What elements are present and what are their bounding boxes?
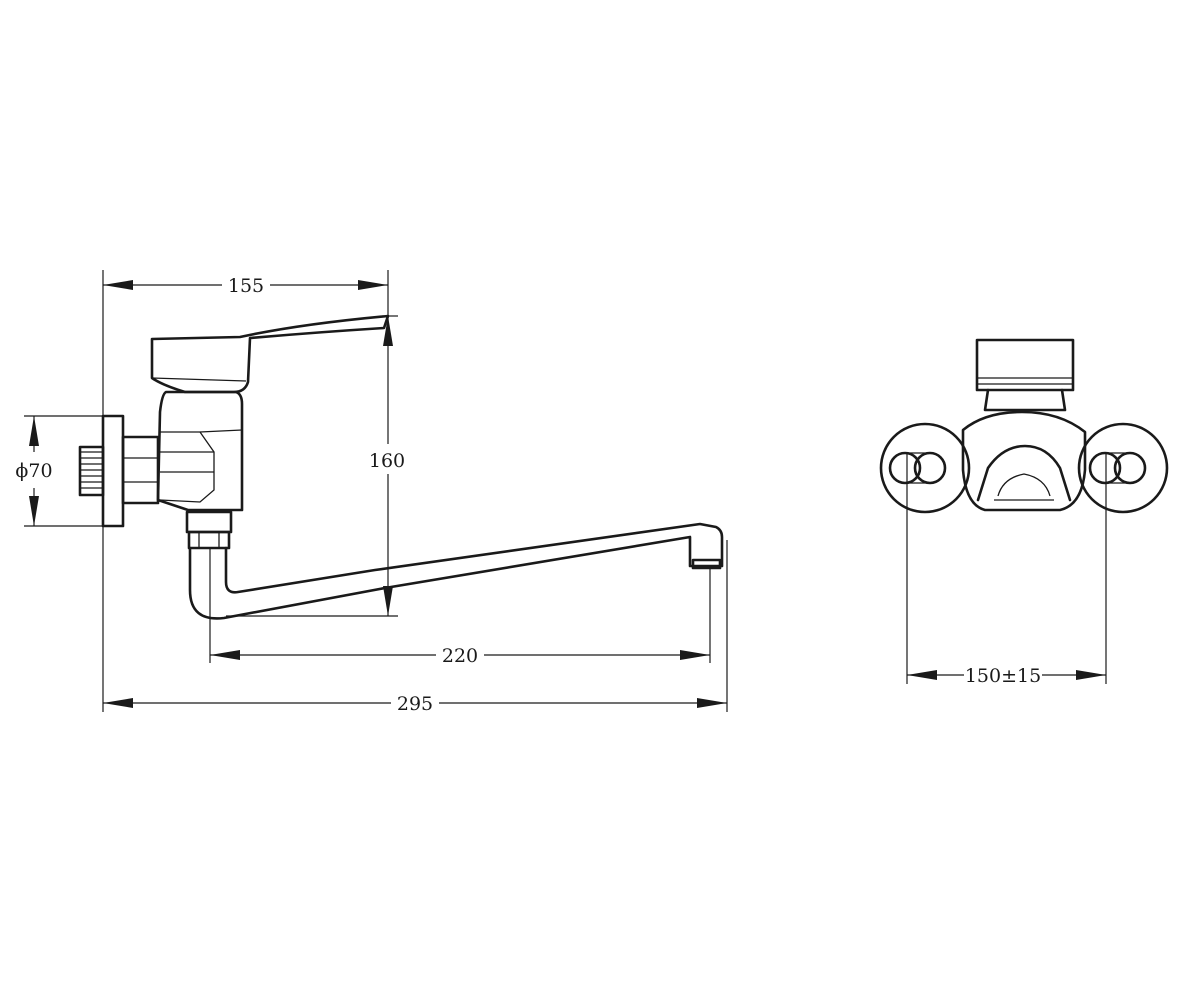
dimension-diameter-70: ϕ70	[15, 416, 53, 526]
dimension-label-295: 295	[397, 693, 433, 715]
dimension-label-155: 155	[228, 275, 264, 297]
swivel-nut	[185, 510, 233, 550]
dimension-label-220: 220	[442, 645, 478, 667]
extension-lines	[24, 270, 728, 712]
front-view: 150±15	[879, 338, 1169, 687]
left-inlet	[879, 422, 971, 514]
dimension-label-160: 160	[369, 450, 405, 472]
side-view: 155 160 ϕ70 220	[15, 270, 728, 715]
dimension-160: 160	[369, 316, 405, 616]
right-inlet	[1077, 422, 1169, 514]
lever-handle	[150, 314, 390, 394]
dimension-label-150: 150±15	[965, 665, 1041, 687]
dimension-155: 155	[103, 275, 388, 297]
inlet-centerlines	[906, 452, 1107, 684]
cartridge-cap	[975, 338, 1075, 412]
spout	[188, 522, 724, 620]
dimension-150: 150±15	[907, 665, 1106, 687]
front-body	[961, 410, 1087, 512]
wall-flange	[78, 414, 125, 528]
dimension-295: 295	[103, 693, 727, 715]
connector-nut	[121, 435, 160, 505]
valve-body	[156, 390, 244, 512]
dimension-220: 220	[210, 645, 710, 667]
dimension-label-diameter: ϕ70	[15, 460, 52, 482]
